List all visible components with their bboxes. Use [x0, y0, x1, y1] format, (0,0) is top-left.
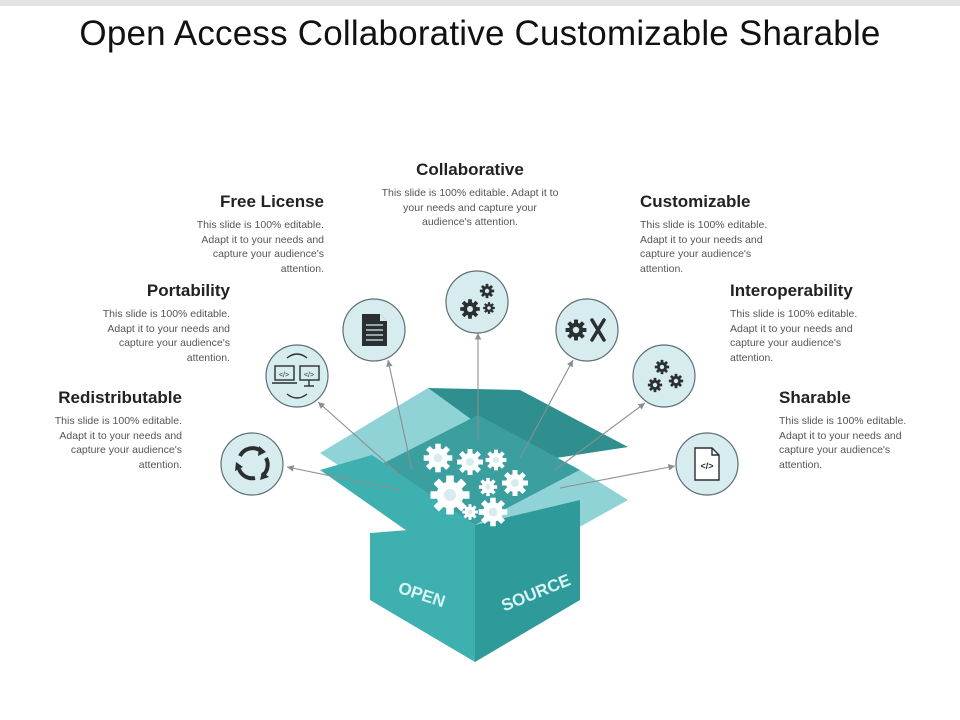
arrows	[286, 333, 676, 491]
code-file-icon: </>	[694, 447, 720, 481]
gear-tools-icon	[565, 318, 606, 342]
gear-icon	[423, 443, 453, 473]
item-heading: Free License	[220, 192, 324, 211]
item-sharable: Sharable This slide is 100% editable. Ad…	[779, 388, 935, 472]
svg-text:</>: </>	[279, 372, 289, 379]
item-heading: Redistributable	[58, 388, 182, 407]
gears-icon	[460, 299, 480, 319]
item-customizable: Customizable This slide is 100% editable…	[640, 192, 796, 276]
gear-icon	[457, 449, 483, 475]
svg-text:</>: </>	[700, 461, 713, 471]
item-body: This slide is 100% editable. Adapt it to…	[640, 219, 768, 275]
gear-icon	[478, 477, 498, 497]
item-redistributable: Redistributable This slide is 100% edita…	[26, 388, 182, 472]
box-front-right-face	[475, 500, 580, 662]
gear-icon	[485, 449, 507, 471]
item-body: This slide is 100% editable. Adapt it to…	[381, 187, 559, 228]
icon-circle-interoperability	[632, 344, 696, 408]
page-title: Open Access Collaborative Customizable S…	[79, 14, 881, 53]
item-free-license: Free License This slide is 100% editable…	[168, 192, 324, 276]
icon-circle-collaborative	[445, 270, 509, 334]
document-icon	[362, 314, 387, 346]
item-interoperability: Interoperability This slide is 100% edit…	[730, 281, 886, 365]
item-collaborative: Collaborative This slide is 100% editabl…	[380, 160, 560, 230]
icon-circle-redistributable	[220, 432, 284, 496]
item-heading: Interoperability	[730, 281, 853, 300]
item-body: This slide is 100% editable. Adapt it to…	[730, 308, 858, 364]
item-body: This slide is 100% editable. Adapt it to…	[102, 308, 230, 364]
svg-text:</>: </>	[304, 372, 314, 379]
top-bar	[0, 0, 960, 6]
icon-circle-portability: </> </>	[265, 344, 329, 408]
box-front-left-flap	[320, 455, 475, 540]
item-portability: Portability This slide is 100% editable.…	[74, 281, 230, 365]
gear-icon	[478, 497, 508, 527]
gear-icon	[430, 475, 470, 515]
item-body: This slide is 100% editable. Adapt it to…	[54, 415, 182, 471]
code-monitors-icon	[272, 353, 320, 399]
item-body: This slide is 100% editable. Adapt it to…	[196, 219, 324, 275]
gear-icon	[462, 504, 478, 520]
icon-circle-free-license	[342, 298, 406, 362]
item-heading: Collaborative	[416, 160, 524, 179]
item-heading: Sharable	[779, 388, 851, 407]
item-body: This slide is 100% editable. Adapt it to…	[779, 415, 907, 471]
item-heading: Customizable	[640, 192, 751, 211]
icon-circle-sharable: </>	[675, 432, 739, 496]
item-heading: Portability	[146, 281, 230, 300]
box-front-left-face	[370, 525, 475, 662]
open-box: OPEN SOURCE	[320, 388, 628, 662]
icon-circle-customizable	[555, 298, 619, 362]
gear-icon	[502, 470, 528, 496]
